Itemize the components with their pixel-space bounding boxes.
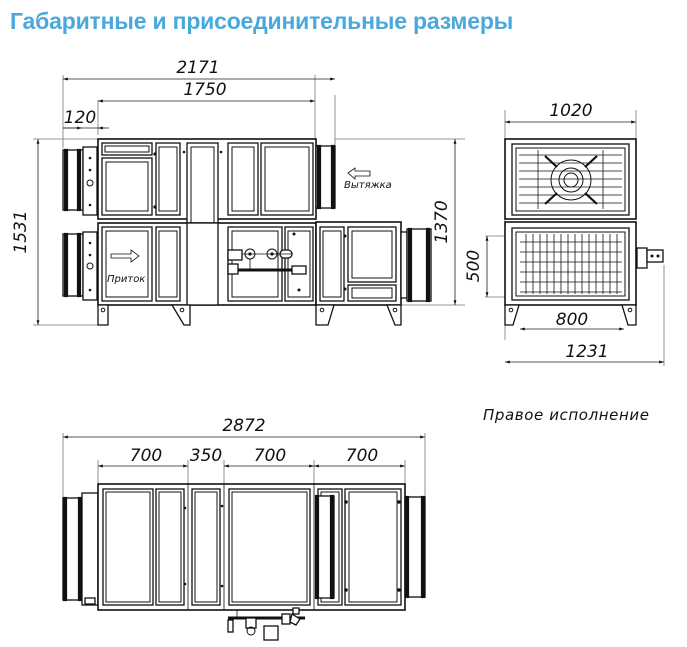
side-view: 1020 500 800 1231 <box>464 101 665 366</box>
dim-top-overall-length: 2872 <box>222 416 265 436</box>
dim-overall-length: 2171 <box>176 58 219 78</box>
top-view: 2872 700 350 700 700 <box>62 416 426 641</box>
mixing-valve-unit-icon <box>227 248 307 275</box>
valve-assembly-icon <box>227 607 305 641</box>
supply-label: Приток <box>107 274 145 285</box>
supply-duct-connector-upper <box>62 146 98 216</box>
page-title: Габаритные и присоединительные размеры <box>10 8 514 34</box>
support-legs <box>97 304 402 326</box>
dim-width: 1020 <box>549 101 592 121</box>
fan-icon <box>544 155 598 205</box>
dim-section-3: 700 <box>254 446 286 466</box>
exhaust-label: Вытяжка <box>344 180 392 191</box>
supply-arrow-icon <box>110 249 140 263</box>
dim-overall-height: 1531 <box>11 210 31 253</box>
dim-section-1: 700 <box>130 446 162 466</box>
variant-caption: Правое исполнение <box>483 406 650 424</box>
dim-section-2: 350 <box>190 446 222 466</box>
dim-overall-width: 1231 <box>565 342 608 362</box>
filter-grid-icon <box>520 234 622 294</box>
exhaust-arrow-icon <box>347 167 371 180</box>
dim-opening-width: 800 <box>556 310 588 330</box>
supply-duct-connector-lower <box>62 231 98 301</box>
dim-section-4: 700 <box>346 446 378 466</box>
dim-connector-offset: 120 <box>64 108 96 128</box>
dim-lower-height: 1370 <box>432 200 452 243</box>
front-view: 2171 1750 120 1531 1370 <box>11 58 465 326</box>
dim-body-length: 1750 <box>183 80 226 100</box>
dim-opening-height: 500 <box>464 250 484 282</box>
